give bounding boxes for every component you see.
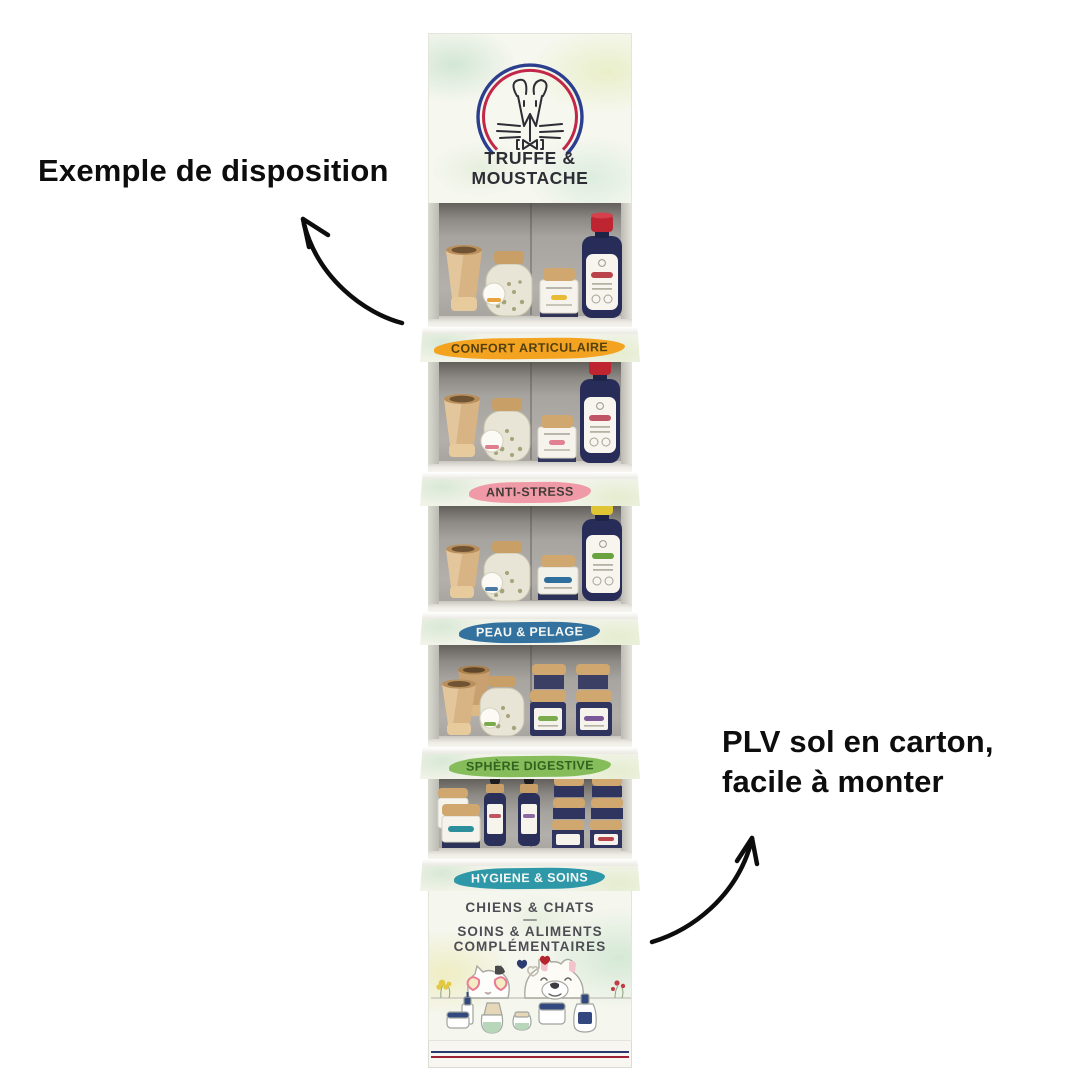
annotation-right-line1: PLV sol en carton, (722, 724, 994, 759)
herb-jar (482, 251, 533, 317)
stacked-jars-left (552, 779, 585, 848)
bottle-red-cap (582, 212, 622, 318)
stacked-jars-right (590, 779, 623, 848)
dropper-bottle-red (484, 779, 506, 846)
footer-line3: COMPLÉMENTAIRES (453, 939, 607, 954)
bay4-products (442, 664, 612, 737)
teal-jar-front (441, 804, 481, 848)
green-label-jar (530, 690, 566, 736)
display-header: TRUFFE & MOUSTACHE (428, 33, 632, 203)
bay2-left-wall (428, 362, 439, 464)
cream-jar (539, 268, 579, 317)
dog-logo-icon (476, 63, 584, 155)
bay5-left-wall (428, 779, 439, 851)
cream-jar (537, 415, 577, 462)
shelf-label-text-1: CONFORT ARTICULAIRE (434, 336, 626, 360)
herb-jar (481, 541, 531, 602)
arrow-left-icon (300, 216, 405, 326)
brand-name-line2: MOUSTACHE (471, 168, 589, 188)
shelf-lip (420, 612, 640, 619)
bay2-products (444, 362, 620, 463)
bay5-right-wall (621, 779, 632, 851)
annotation-right-line2: facile à monter (722, 764, 944, 799)
wooden-scoop (442, 679, 476, 735)
illustrated-products (446, 992, 597, 1034)
bottle-yellow-cap (582, 506, 622, 601)
shelf-lip (420, 859, 640, 866)
shelf-lip (420, 327, 640, 334)
flowers-left-icon (436, 979, 452, 999)
bay5-products (437, 779, 623, 848)
bay3-left-wall (428, 506, 439, 604)
bottle-red-cap (580, 362, 620, 463)
shelf-label-2: ANTI-STRESS (420, 472, 640, 506)
display-footer: CHIENS & CHATS SOINS & ALIMENTS COMPLÉME… (428, 891, 632, 1041)
mascots-illustration (431, 955, 631, 1034)
bay3-right-wall (621, 506, 632, 604)
shelf-label-text-5: HYGIENE & SOINS (454, 867, 606, 890)
cardboard-display: TRUFFE & MOUSTACHE (420, 33, 640, 1068)
bay1-products (446, 212, 622, 318)
herb-jar (480, 398, 531, 462)
bay2-right-wall (621, 362, 632, 464)
shelf-lip (420, 472, 640, 479)
bay1-left-wall (428, 203, 439, 319)
wooden-scoop (444, 394, 480, 457)
annotation-left-text: Exemple de disposition (38, 153, 389, 188)
shelf-label-text-3: PEAU & PELAGE (459, 620, 601, 644)
purple-label-jar (576, 690, 612, 736)
arrow-right-icon (649, 835, 760, 945)
shelf-bay-1 (428, 203, 632, 327)
dog-mascot (524, 956, 584, 1000)
annotation-right-text: PLV sol en carton, facile à monter (722, 722, 994, 802)
display-base (428, 1041, 632, 1068)
brand-name-line1: TRUFFE & (484, 148, 576, 168)
bay1-right-wall (621, 203, 632, 319)
herb-jar (479, 676, 525, 737)
flowers-right-icon (611, 980, 626, 999)
blue-label-jar (537, 555, 579, 600)
shelf-label-text-2: ANTI-STRESS (469, 481, 591, 504)
brand-logo: TRUFFE & MOUSTACHE (464, 56, 596, 198)
shelf-label-4: SPHÈRE DIGESTIVE (420, 747, 640, 779)
dropper-bottle-purple (518, 779, 540, 846)
bay4-right-wall (621, 645, 632, 739)
base-stripe-red (431, 1055, 629, 1058)
bay3-products (446, 506, 622, 602)
shelf-bay-5 (428, 779, 632, 859)
footer-line2: SOINS & ALIMENTS (457, 924, 603, 939)
shelf-label-1: CONFORT ARTICULAIRE (420, 327, 640, 362)
wooden-scoop (446, 544, 480, 598)
base-stripe-blue (431, 1050, 629, 1053)
shelf-label-text-4: SPHÈRE DIGESTIVE (448, 755, 612, 778)
jars-back-row (532, 664, 610, 689)
shelf-bay-2 (428, 362, 632, 472)
hearts-icon (516, 955, 551, 977)
shelf-label-3: PEAU & PELAGE (420, 612, 640, 645)
wooden-scoop (446, 245, 482, 311)
cat-mascot (466, 964, 510, 999)
shelf-label-5: HYGIENE & SOINS (420, 859, 640, 891)
shelf-bay-4 (428, 645, 632, 747)
footer-audience: CHIENS & CHATS (465, 900, 595, 915)
footer-divider (523, 919, 537, 921)
shelf-bay-3 (428, 506, 632, 612)
bay4-left-wall (428, 645, 439, 739)
shelf-lip (420, 747, 640, 754)
